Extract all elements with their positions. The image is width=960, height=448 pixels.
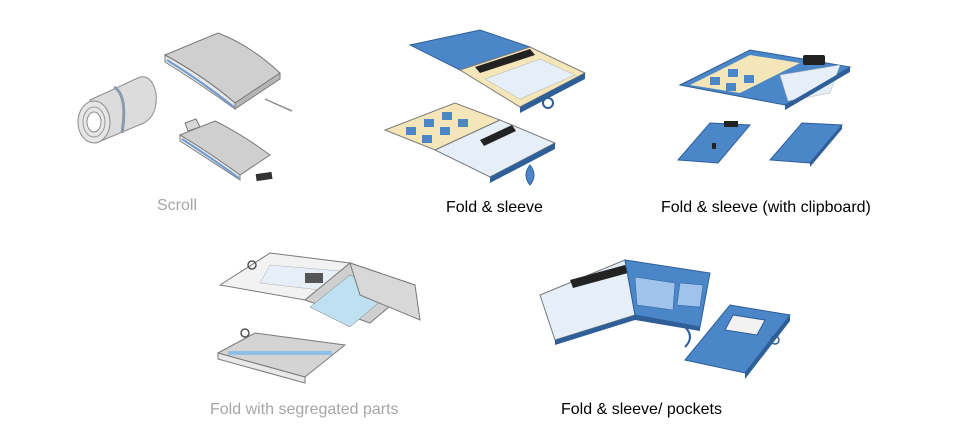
fold-sleeve-folder-bottom-image — [383, 102, 557, 186]
fold-sleeve-folder-top-image — [408, 29, 587, 113]
segregated-folder-open-image — [218, 252, 421, 328]
small-book-image — [178, 118, 273, 182]
clipboard-folder-open-image — [678, 49, 852, 110]
large-book-image — [163, 32, 293, 112]
caption-scroll: Scroll — [157, 197, 198, 214]
clipboard-closed-right-image — [768, 122, 844, 167]
fold-sleeve-pockets-illustration — [535, 255, 805, 390]
fold-segregated-illustration — [210, 245, 430, 395]
segregated-folder-closed-image — [216, 328, 347, 384]
pockets-folder-open-image — [539, 259, 711, 348]
caption-fold-sleeve-pockets: Fold & sleeve/ pockets — [561, 401, 722, 418]
caption-fold-segregated: Fold with segregated parts — [210, 401, 399, 418]
rolled-scroll-image — [77, 76, 157, 144]
clipboard-closed-left-image — [676, 121, 752, 164]
scroll-illustration — [70, 15, 310, 190]
pockets-folder-closed-image — [684, 304, 791, 379]
fold-sleeve-illustration — [380, 15, 600, 190]
caption-fold-sleeve: Fold & sleeve — [446, 199, 543, 216]
fold-sleeve-clipboard-illustration — [670, 35, 870, 175]
caption-fold-sleeve-clipboard: Fold & sleeve (with clipboard) — [661, 199, 871, 216]
